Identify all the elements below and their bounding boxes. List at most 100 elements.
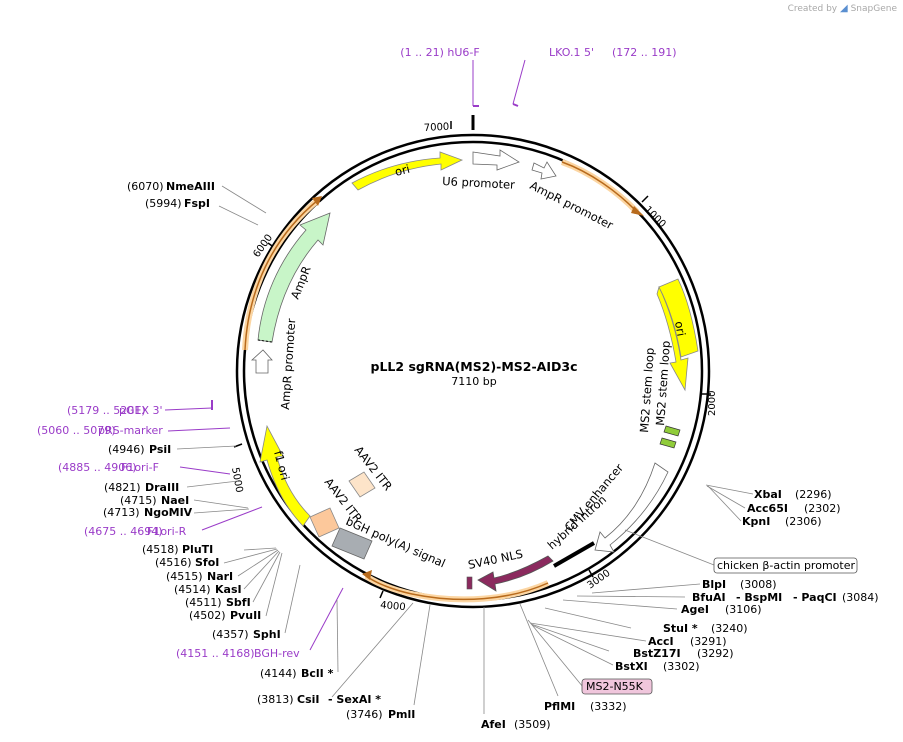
pvuii-position: (4502) — [189, 609, 226, 622]
pflmi-label: PflMI — [544, 700, 575, 713]
sbfi-position: (4511) — [185, 596, 222, 609]
ampr-arrow — [257, 212, 331, 343]
bstz17i-position: (3292) — [697, 647, 734, 660]
ms2-stem-loop-1 — [663, 425, 681, 437]
sphi-position: (4357) — [212, 628, 249, 641]
agei-position: (3106) — [725, 603, 762, 616]
naei-label: NaeI — [161, 494, 189, 507]
orange-feature-left — [244, 199, 319, 351]
ngomiv-position: (4713) — [103, 506, 140, 519]
sexai-label: - SexAI * — [328, 693, 381, 706]
acc65i-label: Acc65I — [747, 502, 788, 515]
pluti-label: PluTI — [182, 543, 213, 556]
lko-primer-label: LKO.1 5' — [549, 46, 594, 59]
tick-label-7000: 7000 — [424, 122, 450, 134]
f1r-primer-position: (4675 .. 4694) — [84, 525, 163, 538]
snapgene-logo-icon: ◢ — [840, 3, 848, 14]
bfuai-label: BfuAI — [692, 591, 726, 604]
afei-position: (3509) — [514, 718, 551, 731]
kasi-label: KasI — [215, 583, 242, 596]
ori-top-arrow — [351, 151, 464, 191]
fspi-position: (5994) — [145, 197, 182, 210]
plasmid-size: 7110 bp — [451, 375, 496, 388]
nmeaiii-position: (6070) — [127, 180, 164, 193]
hu6f-primer-label: (1 .. 21) hU6-F — [400, 46, 479, 59]
nmeaiii-label: NmeAIII — [166, 180, 215, 193]
sv40-nls-label: SV40 NLS — [467, 547, 524, 572]
f1r-primer-label: F1ori-R — [147, 525, 187, 538]
ms2-stem-loop-1-label: MS2 stem loop — [637, 347, 657, 433]
lko-primer-position: (172 .. 191) — [612, 46, 677, 59]
stui-label: StuI * — [663, 622, 698, 635]
csii-label: CsiI — [297, 693, 319, 706]
ori-right-label: ori — [672, 320, 688, 337]
pluti-position: (4518) — [142, 543, 179, 556]
ori-right-arrow — [656, 285, 689, 392]
lko-primer-mark — [512, 103, 519, 107]
f1-ori-arrow — [259, 424, 311, 527]
kasi-position: (4514) — [174, 583, 211, 596]
ngomiv-label: NgoMIV — [144, 506, 193, 519]
ampr-promoter-left-arrow — [250, 349, 273, 374]
small-maroon-feature — [466, 576, 473, 590]
sfoi-position: (4516) — [155, 556, 192, 569]
psii-label: PsiI — [149, 443, 171, 456]
kpni-label: KpnI — [742, 515, 770, 528]
aav2-itr-box-2 — [348, 471, 376, 498]
ampr-promoter-top-arrow — [531, 161, 557, 180]
ms2-stem-loop-2 — [659, 437, 677, 449]
snapgene-watermark: Created by ◢ SnapGene — [787, 3, 897, 14]
tick-label-4000: 4000 — [380, 600, 406, 613]
backbone-outer-strand — [235, 133, 711, 609]
sbfi-label: SbfI — [226, 596, 251, 609]
draiii-label: DraIII — [145, 481, 179, 494]
aav2-itr-box-1 — [309, 507, 340, 538]
xbai-label: XbaI — [754, 488, 782, 501]
ori-top-label: ori — [393, 162, 411, 179]
ms2-stem-loop-2-label: MS2 stem loop — [653, 340, 673, 426]
f1f-primer-position: (4885 .. 4906) — [58, 461, 137, 474]
orange-feature-bottom — [365, 575, 549, 601]
acci-position: (3291) — [690, 635, 727, 648]
scale-ticks — [233, 121, 711, 599]
stui-position: (3240) — [711, 622, 748, 635]
pmli-position: (3746) — [346, 708, 383, 721]
agei-label: AgeI — [681, 603, 709, 616]
paqci-label: - PaqCI — [793, 591, 837, 604]
acc65i-position: (2302) — [804, 502, 841, 515]
bstz17i-label: BstZ17I — [633, 647, 681, 660]
nari-label: NarI — [207, 570, 233, 583]
bcli-position: (4144) — [260, 667, 297, 680]
pflmi-position: (3332) — [590, 700, 627, 713]
bgh-primer-label: BGH-rev — [254, 647, 300, 660]
orange-feature-top-right — [561, 161, 638, 213]
u6-promoter-label: U6 promoter — [442, 174, 516, 192]
chicken-beta-actin-box — [713, 557, 858, 574]
u6-promoter-arrow — [472, 149, 520, 171]
black-feature-bar — [553, 541, 595, 568]
bcli-label: BclI * — [301, 667, 334, 680]
pgex-primer-position: (5179 .. 5201) — [67, 404, 146, 417]
csii-position: (3813) — [257, 693, 294, 706]
pmli-label: PmlI — [388, 708, 415, 721]
ms2-n55k-label: MS2-N55K — [586, 680, 644, 693]
blpi-label: BlpI — [702, 578, 726, 591]
sv40-nls-arrow — [477, 555, 554, 592]
prs-primer-position: (5060 .. 5079) — [37, 424, 116, 437]
chicken-beta-actin-label: chicken β-actin promoter — [717, 559, 855, 572]
draiii-position: (4821) — [104, 481, 141, 494]
bstxi-label: BstXI — [615, 660, 648, 673]
plasmid-name: pLL2 sgRNA(MS2)-MS2-AID3c — [371, 359, 578, 374]
f1f-primer-label: F1ori-F — [121, 461, 159, 474]
blpi-position: (3008) — [740, 578, 777, 591]
bstxi-position: (3302) — [663, 660, 700, 673]
acci-label: AccI — [648, 635, 674, 648]
xbai-position: (2296) — [795, 488, 832, 501]
fspi-label: FspI — [184, 197, 210, 210]
tick-label-2000: 2000 — [707, 391, 718, 416]
nari-position: (4515) — [166, 570, 203, 583]
tick-label-1000: 1000 — [642, 204, 668, 230]
ampr-promoter-left-label: AmpR promoter — [278, 318, 298, 410]
paqci-position: (3084) — [842, 591, 879, 604]
